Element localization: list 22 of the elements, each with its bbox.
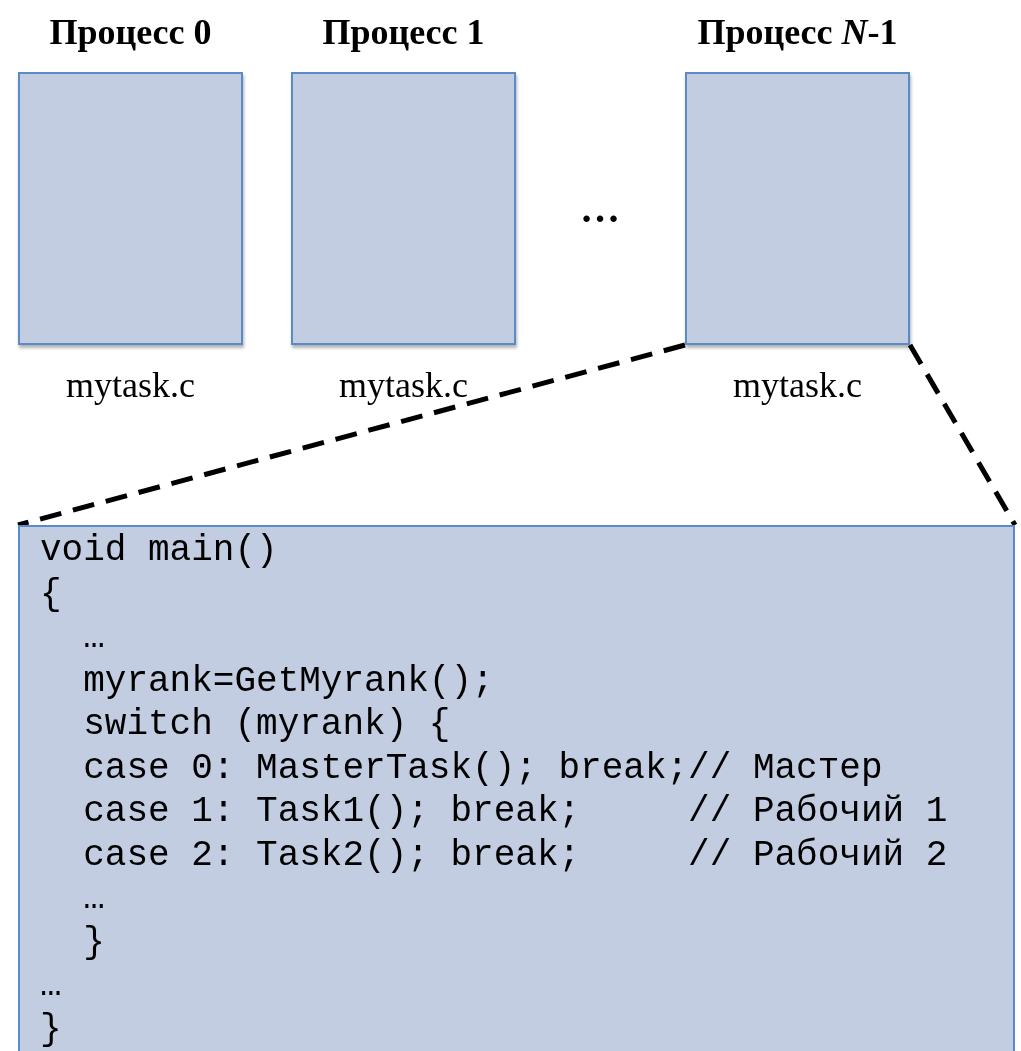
code-line: …	[82, 616, 105, 660]
code-line: case 2: Task2(); break; // Рабочий 2	[82, 833, 948, 877]
zoom-leader-line	[907, 343, 1018, 527]
code-line: …	[82, 877, 105, 921]
code-line: }	[40, 1007, 62, 1051]
code-line: void main()	[40, 529, 278, 573]
code-line: }	[82, 920, 105, 964]
code-line: case 1: Task1(); break; // Рабочий 1	[82, 790, 948, 834]
file-name: mytask.c	[732, 364, 863, 407]
ellipsis: …	[579, 185, 621, 232]
file-name: mytask.c	[65, 364, 196, 407]
code-line: …	[40, 964, 62, 1008]
process-title: Процесс 0	[48, 11, 213, 54]
file-name: mytask.c	[338, 364, 469, 407]
process-title: Процесс N-1	[696, 11, 899, 54]
zoom-leader-line	[17, 342, 686, 528]
code-listing-box	[18, 525, 1015, 1051]
code-line: {	[40, 572, 62, 616]
code-line: myrank=GetMyrank();	[82, 659, 494, 703]
code-line: case 0: MasterTask(); break;// Мастер	[82, 746, 883, 790]
code-line: switch (myrank) {	[82, 703, 451, 747]
process-title: Процесс 1	[321, 11, 486, 54]
